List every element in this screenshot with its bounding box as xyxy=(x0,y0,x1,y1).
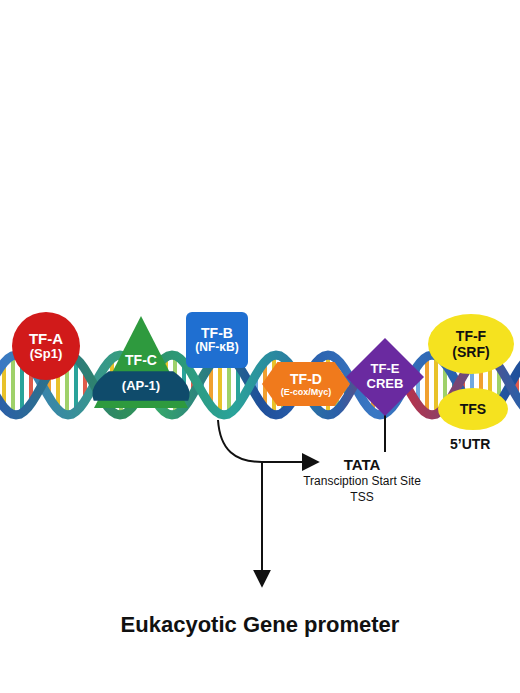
factor-name: TF-D xyxy=(290,371,322,387)
tss-arrow xyxy=(218,420,318,462)
factor-protein: (Sp1) xyxy=(30,347,63,362)
diagram-title: Eukacyotic Gene prometer xyxy=(121,612,400,638)
region-label: 5’UTR xyxy=(450,436,490,452)
tf-triangle: TF-C (AP-1) xyxy=(94,316,188,408)
site-abbrev: TSS xyxy=(350,490,373,504)
element-label: TATA xyxy=(344,456,381,473)
base-pair xyxy=(11,356,15,415)
factor-name: TF-B xyxy=(201,325,233,341)
factor-protein: CREB xyxy=(367,377,404,392)
base-pair xyxy=(434,356,438,414)
factor-protein: (AP-1) xyxy=(122,379,160,394)
factor-name: TFS xyxy=(460,401,486,417)
factor-name: TF-A xyxy=(29,330,63,347)
tf-ellipse: TF-F(SRF) xyxy=(428,314,514,374)
base-pair xyxy=(425,356,429,413)
factor-protein: (NF-κB) xyxy=(195,341,238,355)
factor-name: TF-F xyxy=(456,328,486,344)
tf-hexagon: TF-D(E-cox/Myc) xyxy=(262,362,350,406)
factor-protein: (SRF) xyxy=(452,344,489,360)
leader-line xyxy=(384,414,386,452)
tf-diamond: TF-ECREB xyxy=(346,338,424,416)
pointer-arrow xyxy=(261,462,263,586)
tf-box: TF-B(NF-κB) xyxy=(186,312,248,368)
factor-name: TF-C xyxy=(125,352,157,368)
tf-ellipse: TFS xyxy=(438,388,508,430)
factor-protein: (E-cox/Myc) xyxy=(281,387,332,397)
tf-circle: TF-A(Sp1) xyxy=(12,312,80,380)
factor-name: TF-E xyxy=(371,362,400,377)
site-label: Transciption Start Site xyxy=(303,474,421,488)
